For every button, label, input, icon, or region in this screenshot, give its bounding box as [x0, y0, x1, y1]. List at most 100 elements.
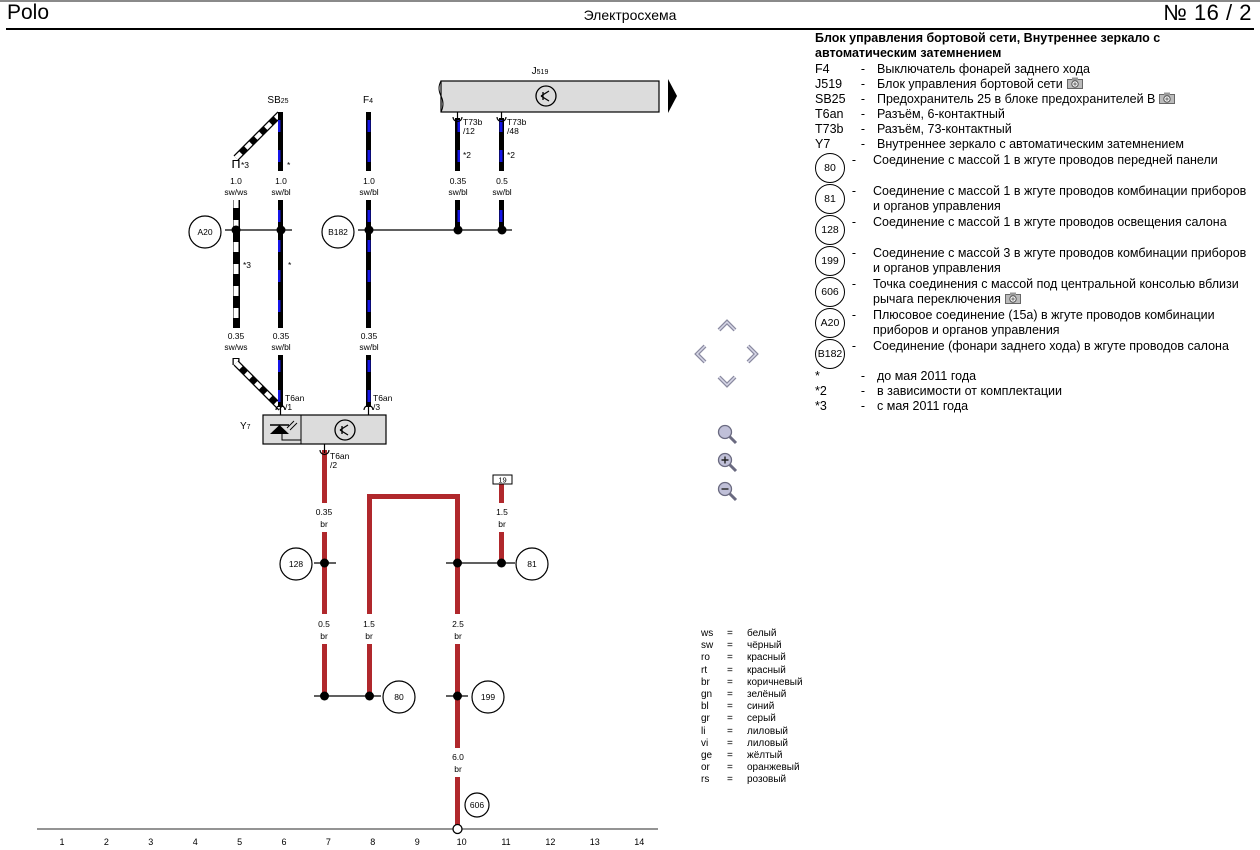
svg-text:br: br	[320, 519, 328, 529]
legend-separator: -	[860, 92, 866, 106]
equals-sign: =	[727, 664, 733, 676]
pin-t6an-2: T6an /2	[319, 444, 350, 470]
svg-text:1.5: 1.5	[363, 619, 375, 629]
svg-text:128: 128	[289, 559, 303, 569]
zoom-in-button[interactable]	[717, 452, 739, 474]
svg-text:606: 606	[470, 800, 484, 810]
wire-sb25-sw-bl[interactable]	[278, 112, 283, 171]
wire-b182-t48[interactable]	[499, 200, 504, 230]
legend-item: 199-Соединение с массой 3 в жгуте провод…	[815, 246, 1255, 276]
color-code: rt	[701, 664, 708, 676]
chevron-up-icon	[717, 319, 737, 332]
wire-a20-sw-ws[interactable]	[233, 200, 240, 328]
wire-labels-mid: 0.35 sw/ws 0.35 sw/bl 0.35 sw/bl	[224, 331, 378, 352]
ground-81[interactable]: 81	[515, 547, 549, 581]
zoom-fit-button[interactable]	[717, 424, 739, 446]
connection-symbol: 199	[815, 246, 845, 276]
color-code: or	[701, 762, 710, 774]
equals-sign: =	[727, 774, 733, 786]
wire-f4-sw-bl[interactable]	[366, 112, 371, 171]
connector-b182[interactable]: B182	[321, 215, 355, 249]
component-y7[interactable]	[262, 414, 387, 445]
legend-separator: -	[851, 277, 857, 291]
legend-code: T73b	[815, 122, 844, 136]
wire-81-br[interactable]	[499, 532, 504, 562]
equals-sign: =	[727, 628, 733, 639]
pan-down-button[interactable]	[717, 375, 737, 389]
svg-text:80: 80	[394, 692, 404, 702]
j519-label: J519	[532, 66, 549, 77]
svg-text:19: 19	[498, 476, 506, 485]
wire-loop-br[interactable]	[367, 494, 460, 614]
footnote-marker: *	[288, 260, 292, 270]
color-key-item: ge=жёлтый	[701, 750, 803, 762]
wire-606-br[interactable]	[455, 777, 460, 829]
pan-up-button[interactable]	[717, 318, 737, 332]
wire-b182-t12[interactable]	[455, 200, 460, 230]
color-name: чёрный	[747, 640, 782, 652]
color-key-item: gn=зелёный	[701, 689, 803, 701]
connector-a20[interactable]: A20	[188, 215, 222, 249]
svg-text:T6an: T6an	[330, 451, 350, 461]
wire-19-br[interactable]	[499, 484, 504, 503]
component-j519[interactable]: J519	[438, 66, 677, 113]
wire-labels-lower: 0.35 br 1.5 br 0.5 br 1.5 br 2.5 br 6.0 …	[316, 507, 508, 774]
equals-sign: =	[727, 689, 733, 701]
legend: Блок управления бортовой сети, Внутренне…	[815, 31, 1255, 414]
legend-description: Точка соединения с массой под центрально…	[873, 277, 1239, 306]
ground-606[interactable]: 606	[464, 792, 490, 818]
svg-text:sw/bl: sw/bl	[448, 187, 467, 197]
wire-a20-sw-bl[interactable]	[278, 200, 283, 328]
pan-right-button[interactable]	[746, 344, 760, 364]
camera-icon[interactable]	[1159, 92, 1176, 104]
legend-code: F4	[815, 62, 830, 76]
junction-dot	[497, 558, 506, 568]
ground-199[interactable]: 199	[471, 680, 505, 714]
svg-text:T73b: T73b	[463, 117, 483, 127]
track-number: 4	[193, 837, 198, 847]
svg-text:2.5: 2.5	[452, 619, 464, 629]
pin-t73b-12: T73b /12	[452, 112, 483, 136]
zoom-out-button[interactable]	[717, 481, 739, 503]
legend-description: с мая 2011 года	[877, 399, 969, 413]
chevron-left-icon	[694, 344, 707, 364]
wire-t73b-12[interactable]	[455, 118, 460, 171]
continue-arrow-icon[interactable]	[668, 79, 677, 113]
camera-icon[interactable]	[1004, 292, 1021, 304]
wire-y7-pin1-sw-bl[interactable]	[278, 355, 283, 407]
sb25-label: SB25	[267, 95, 288, 106]
pan-left-button[interactable]	[693, 344, 707, 364]
junction-dot	[231, 225, 241, 235]
svg-text:/12: /12	[463, 126, 475, 136]
wire-128-br[interactable]	[322, 532, 327, 614]
ground-wires	[322, 450, 504, 829]
wire-80a-br[interactable]	[322, 644, 327, 696]
color-key-item: gr=серый	[701, 713, 803, 725]
wire-80b-br[interactable]	[367, 644, 372, 696]
legend-separator: -	[851, 308, 857, 322]
wire-y7-pin3[interactable]	[366, 355, 371, 407]
wire-t73b-48[interactable]	[499, 118, 504, 171]
wire-y7-pin1-sw-ws[interactable]	[232, 358, 284, 411]
color-name: лиловый	[747, 737, 789, 749]
ref-box-19[interactable]: 19	[492, 474, 513, 485]
camera-icon[interactable]	[1066, 77, 1083, 89]
magnifier-icon	[717, 424, 738, 445]
legend-description: Плюсовое соединение (15a) в жгуте провод…	[873, 308, 1215, 337]
wire-y7-pin2-br[interactable]	[322, 450, 327, 503]
connection-symbol: 606	[815, 277, 845, 307]
wire-sb25-sw-ws[interactable]	[232, 111, 283, 168]
ground-128[interactable]: 128	[279, 547, 313, 581]
equals-sign: =	[727, 762, 733, 774]
ground-80[interactable]: 80	[382, 680, 416, 714]
color-name: коричневый	[747, 676, 803, 688]
svg-text:0.35: 0.35	[228, 331, 245, 341]
footnote-marker: *	[287, 160, 291, 170]
legend-description: до мая 2011 года	[877, 369, 977, 383]
legend-separator: -	[851, 153, 857, 167]
legend-code: J519	[815, 77, 843, 91]
color-name: оранжевый	[747, 762, 800, 774]
wire-b182-sw-bl[interactable]	[366, 200, 371, 328]
svg-text:81: 81	[527, 559, 537, 569]
